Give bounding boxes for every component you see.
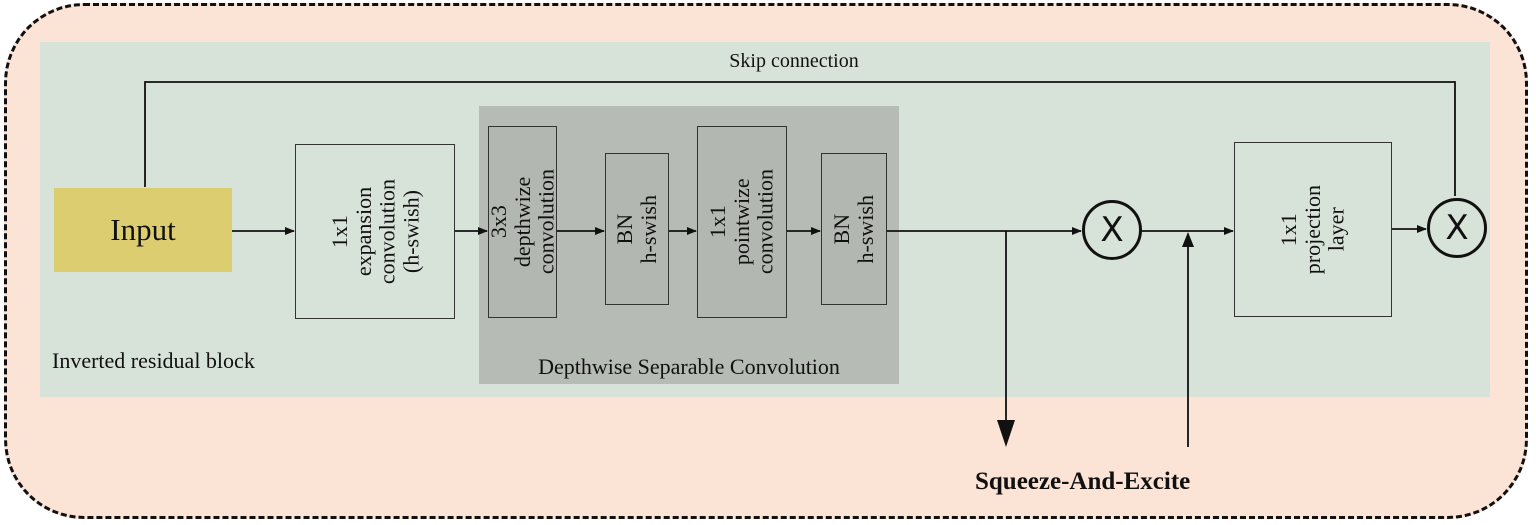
- input-block: Input: [54, 188, 232, 272]
- input-label: Input: [110, 212, 176, 247]
- depthwise-convolution-block: 3x3 depthwize convolution: [485, 126, 559, 318]
- multiply-node-skip: X: [1427, 198, 1487, 258]
- skip-connection-line: [144, 81, 1456, 196]
- depthwise-convolution-text: 3x3 depthwize convolution: [485, 169, 559, 275]
- skip-connection-label: Skip connection: [729, 50, 859, 72]
- multiply-node-se: X: [1082, 200, 1142, 260]
- bn-hswish-block-1: BN h-swish: [605, 153, 669, 305]
- multiply-symbol-skip: X: [1445, 208, 1469, 248]
- expansion-convolution-block: 1x1 expansion convolution (h-swish): [295, 144, 455, 319]
- pointwise-convolution-block: 1x1 pointwize convolution: [697, 126, 787, 318]
- projection-layer-block: 1x1 projection layer: [1234, 142, 1392, 317]
- se-up-arrowhead: [1182, 232, 1194, 247]
- expansion-convolution-text: 1x1 expansion convolution (h-swish): [326, 178, 423, 285]
- pointwise-convolution-text: 1x1 pointwize convolution: [705, 169, 778, 275]
- multiply-symbol-se: X: [1100, 210, 1124, 250]
- projection-layer-text: 1x1 projection layer: [1276, 184, 1349, 275]
- bn-hswish-text-1: BN h-swish: [612, 194, 661, 264]
- squeeze-and-excite-label: Squeeze-And-Excite: [975, 468, 1191, 495]
- bn-hswish-text-2: BN h-swish: [829, 194, 878, 264]
- bn-hswish-block-2: BN h-swish: [821, 153, 887, 305]
- depthwise-separable-label: Depthwise Separable Convolution: [538, 354, 840, 379]
- se-down-arrowhead: [997, 420, 1015, 447]
- inverted-residual-block-label: Inverted residual block: [52, 348, 255, 373]
